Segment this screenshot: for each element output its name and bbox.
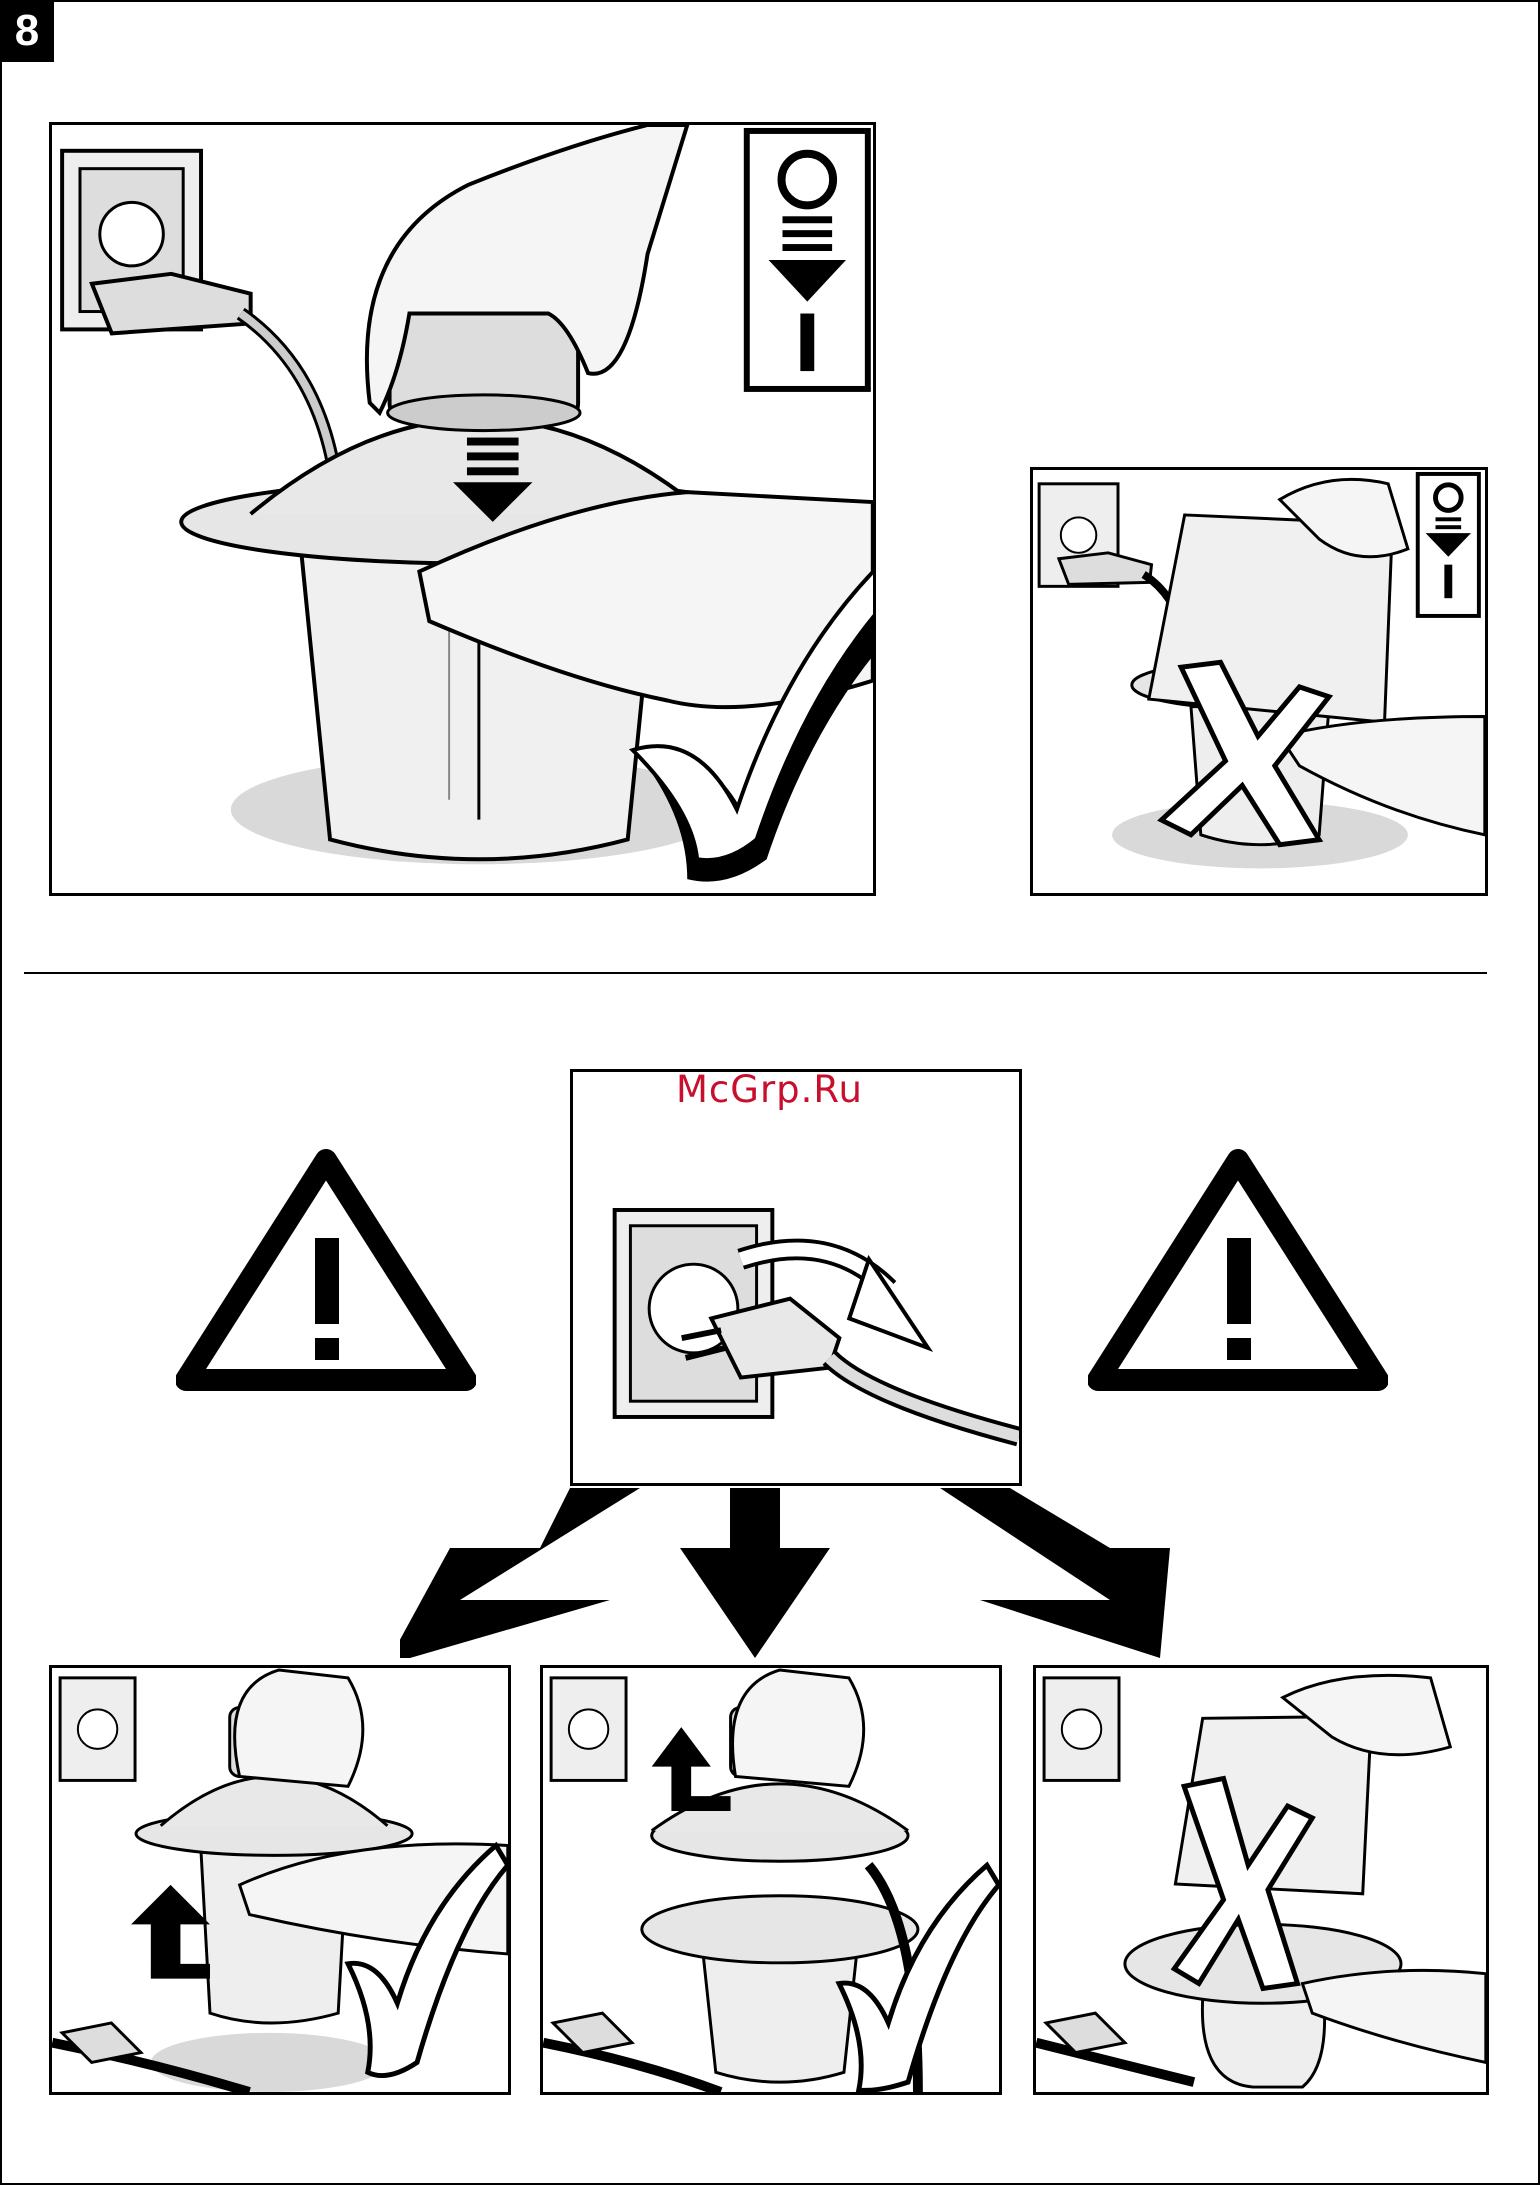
assemble-wrong-illustration [1033,470,1485,893]
panel-unplug-first [570,1069,1022,1486]
section-divider [24,972,1487,974]
up-arrow-icon [131,1885,210,1979]
panel-assemble-wrong [1030,467,1488,896]
page-number: 8 [0,0,54,62]
branch-arrows [400,1488,1200,1658]
up-arrow-icon [652,1727,731,1811]
down-arrow-icon [680,1488,830,1658]
warning-triangle-icon [1088,1148,1388,1394]
wall-socket-icon [551,1678,626,1781]
switch-off-on-icon [1418,474,1479,616]
wall-socket-icon [1044,1678,1119,1781]
watermark: McGrp.Ru [676,1068,863,1111]
remove-wrong-illustration [1036,1668,1486,2092]
switch-off-on-icon [747,131,868,389]
down-arrow-icon [400,1488,640,1658]
panel-remove-lid-correct [540,1665,1002,2095]
panel-remove-motor-correct [49,1665,511,2095]
warning-triangle-icon [176,1148,476,1394]
down-arrow-icon [940,1488,1170,1658]
wall-socket-icon [60,1678,135,1781]
panel-assemble-correct [49,122,876,896]
unplug-illustration [573,1072,1019,1483]
remove-lid-illustration [543,1668,999,2092]
remove-motor-illustration [52,1668,508,2092]
assemble-correct-illustration [52,125,873,893]
panel-remove-wrong [1033,1665,1489,2095]
